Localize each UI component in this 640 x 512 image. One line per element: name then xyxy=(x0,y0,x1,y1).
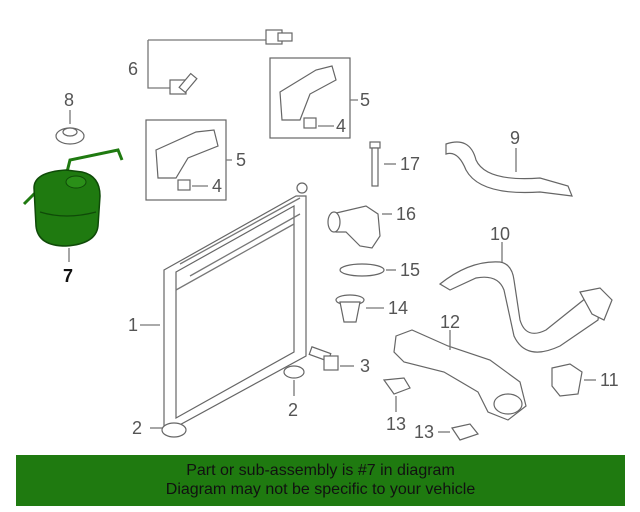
bolt-3[interactable] xyxy=(308,346,354,371)
callout-2-center: 2 xyxy=(288,400,298,420)
callout-9: 9 xyxy=(510,128,520,148)
bolt-group-6[interactable] xyxy=(147,29,293,95)
thermostat-14[interactable] xyxy=(335,294,384,323)
thermostat-housing-16[interactable] xyxy=(327,205,392,249)
bolt-17[interactable] xyxy=(369,141,396,187)
plug-2-lower[interactable] xyxy=(150,422,187,438)
callout-4-lower: 4 xyxy=(212,176,222,196)
banner-line-1: Part or sub-assembly is #7 in diagram xyxy=(186,462,455,479)
hose-9[interactable] xyxy=(445,141,573,197)
callout-4-upper: 4 xyxy=(336,116,346,136)
gasket-13-lower[interactable] xyxy=(438,423,480,441)
radiator-1[interactable] xyxy=(140,182,308,429)
callout-1: 1 xyxy=(128,315,138,335)
bracket-box-lower[interactable] xyxy=(145,119,232,201)
callout-16: 16 xyxy=(396,204,416,224)
callout-5-upper: 5 xyxy=(360,90,370,110)
banner-line-2: Diagram may not be specific to your vehi… xyxy=(165,481,476,498)
callout-5-lower: 5 xyxy=(236,150,246,170)
info-banner: Part or sub-assembly is #7 in diagram Di… xyxy=(16,455,625,506)
hose-10[interactable] xyxy=(438,242,613,353)
gasket-13-center[interactable] xyxy=(382,377,411,412)
bracket-box-upper[interactable] xyxy=(269,57,358,139)
coolant-tube-12[interactable] xyxy=(393,329,527,421)
callout-11: 11 xyxy=(600,370,619,390)
callout-15: 15 xyxy=(400,260,420,280)
callout-10: 10 xyxy=(490,224,510,244)
part-8-cap[interactable] xyxy=(55,110,85,145)
callout-12: 12 xyxy=(440,312,460,332)
callout-13-lower: 13 xyxy=(414,422,434,442)
gasket-15[interactable] xyxy=(339,263,396,277)
callout-17: 17 xyxy=(400,154,420,174)
callout-8: 8 xyxy=(64,90,74,110)
plug-2-center[interactable] xyxy=(283,365,305,396)
callout-2-lower: 2 xyxy=(132,418,142,438)
callout-13-center: 13 xyxy=(386,414,406,434)
coolant-reservoir-7[interactable] xyxy=(22,148,124,262)
callout-3: 3 xyxy=(360,356,370,376)
parts-diagram: 6 5 4 5 4 8 7 1 xyxy=(22,29,619,442)
part-11[interactable] xyxy=(551,363,596,397)
callout-14: 14 xyxy=(388,298,408,318)
callout-7: 7 xyxy=(63,266,73,286)
callout-6: 6 xyxy=(128,59,138,79)
